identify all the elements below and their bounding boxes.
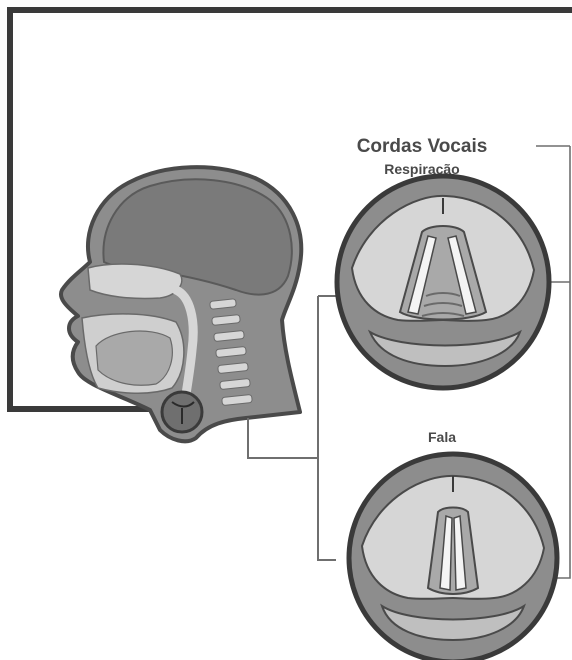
larynx-closed-icon bbox=[349, 454, 557, 660]
title-label: Cordas Vocais bbox=[357, 136, 488, 157]
head-cross-section-icon bbox=[61, 167, 301, 441]
larynx-open-icon bbox=[337, 176, 549, 388]
nasal-cavity bbox=[88, 264, 182, 298]
speech-label: Fala bbox=[428, 429, 456, 445]
tongue bbox=[96, 331, 172, 385]
